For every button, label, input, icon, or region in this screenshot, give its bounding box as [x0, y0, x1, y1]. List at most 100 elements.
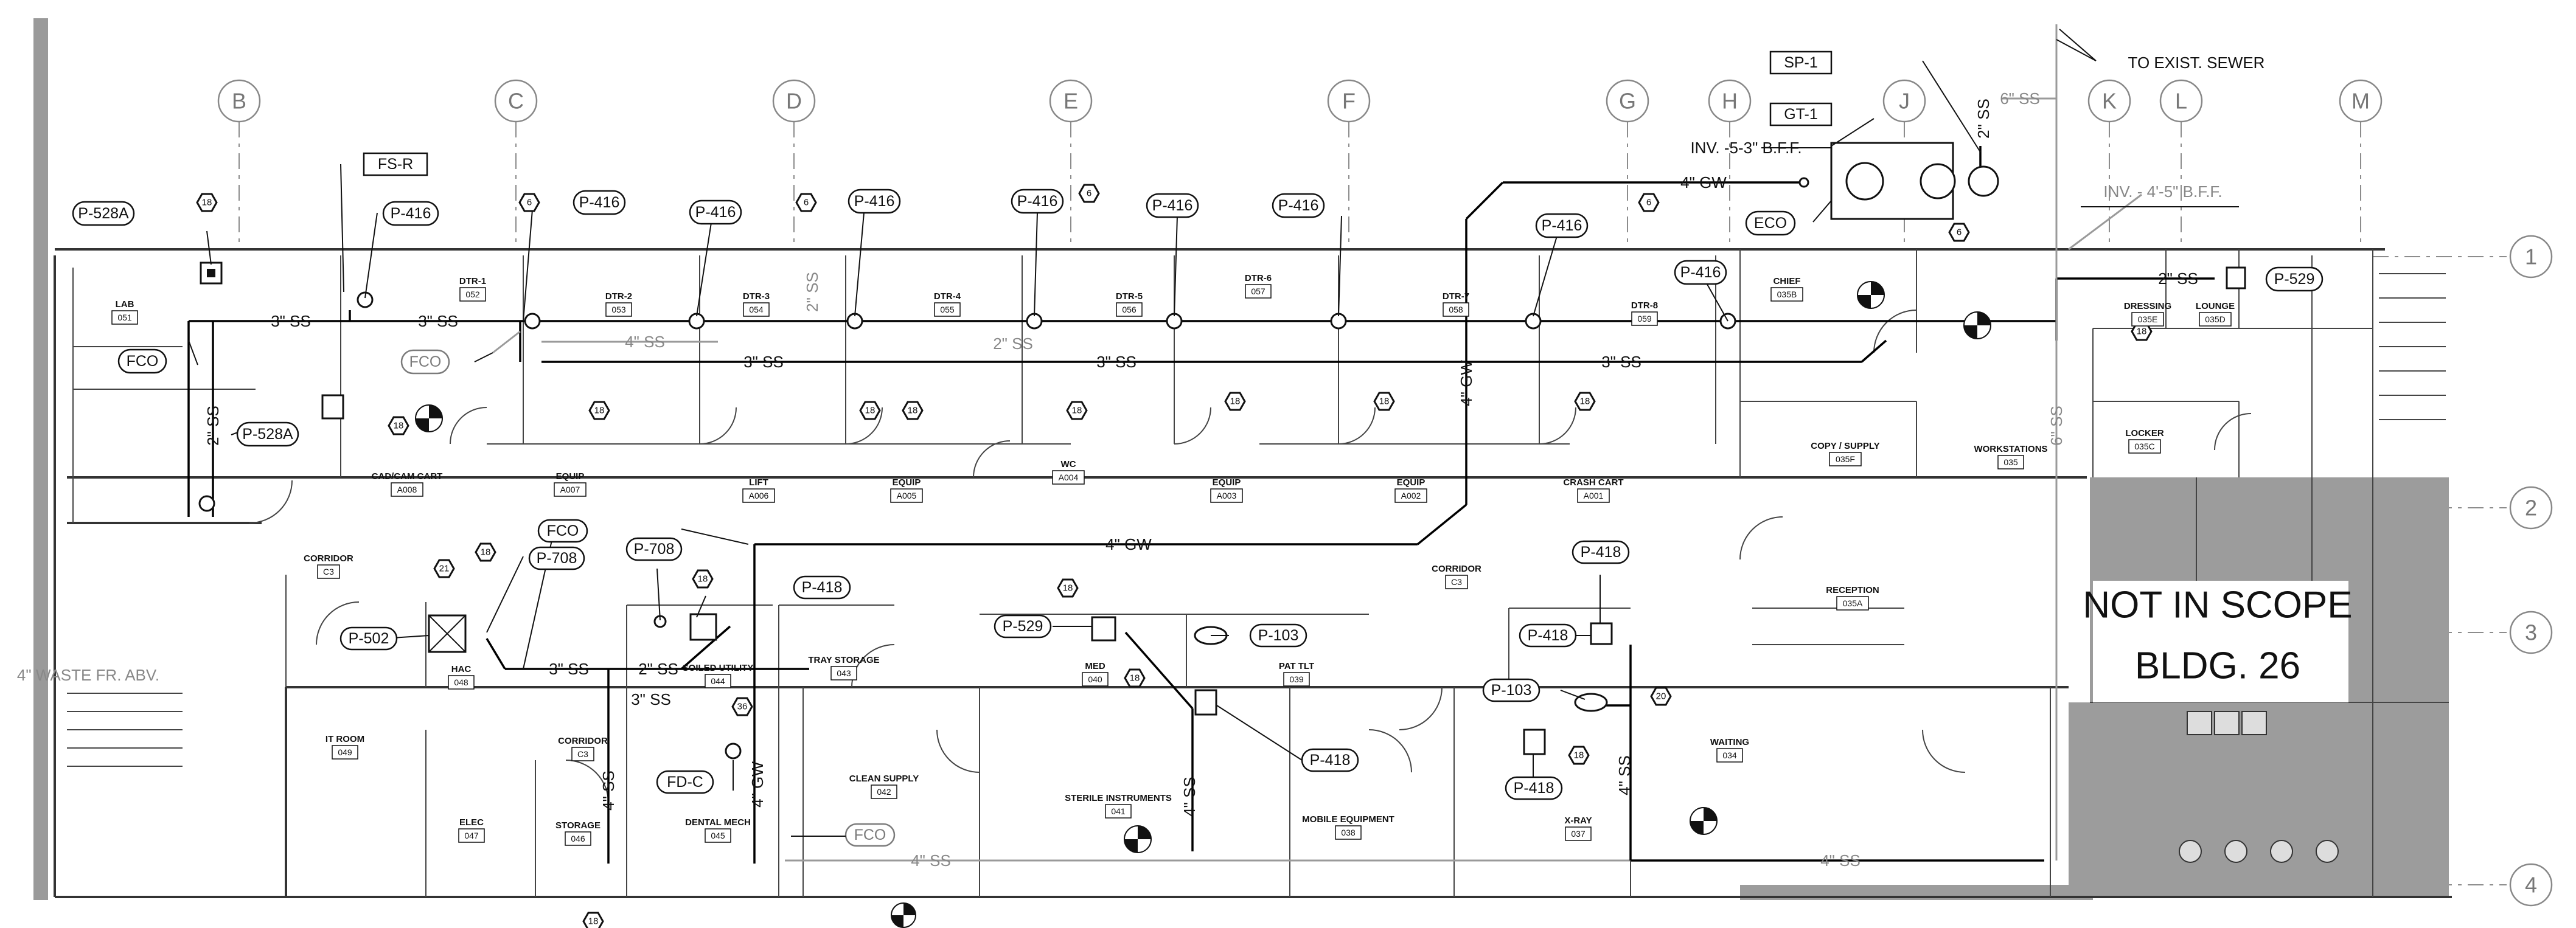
room-name: DTR-7 — [1443, 291, 1469, 302]
room-number: 043 — [837, 668, 851, 678]
svg-text:P-418: P-418 — [1514, 780, 1554, 797]
urinal-icon — [2179, 840, 2339, 863]
callout-p529: P-529 — [994, 614, 1052, 639]
grease-trap-equipment — [1798, 142, 1999, 220]
svg-text:18: 18 — [588, 916, 599, 927]
grid-col-m: M — [2351, 89, 2370, 114]
callout-p418: P-418 — [793, 575, 851, 600]
svg-text:FCO: FCO — [127, 353, 159, 370]
building-26-label: BLDG. 26 — [2135, 645, 2300, 687]
callout-p103: P-103 — [1482, 678, 1540, 702]
svg-text:P-418: P-418 — [1581, 544, 1621, 561]
callout-p708: P-708 — [528, 546, 585, 570]
svg-text:18: 18 — [1574, 750, 1584, 761]
room-name: DTR-6 — [1245, 273, 1272, 283]
room-name: CRASH CART — [1563, 477, 1623, 488]
callout-p708: P-708 — [625, 537, 683, 561]
room-number: 044 — [711, 676, 725, 686]
not-in-scope-label: NOT IN SCOPE — [2083, 584, 2352, 626]
room-number: C3 — [577, 749, 588, 759]
svg-text:2" SS: 2" SS — [1974, 99, 1993, 139]
svg-text:18: 18 — [908, 406, 918, 416]
room-name: WORKSTATIONS — [1974, 444, 2047, 454]
svg-text:P-418: P-418 — [802, 579, 843, 596]
room-number: 034 — [1722, 750, 1737, 760]
room-name: COPY / SUPPLY — [1811, 441, 1879, 451]
room-number: A006 — [749, 491, 769, 500]
svg-text:3" SS: 3" SS — [1096, 353, 1137, 371]
toilet-icon — [1194, 689, 1217, 716]
grid-col-h: H — [1722, 89, 1738, 114]
sanitary-pipes — [187, 24, 2215, 864]
room-number: 046 — [571, 834, 585, 843]
svg-text:6: 6 — [527, 198, 532, 208]
svg-text:18: 18 — [698, 574, 708, 584]
grid-col-k: K — [2102, 89, 2117, 114]
svg-text:P-502: P-502 — [349, 630, 389, 647]
room-name: DTR-4 — [934, 291, 961, 302]
svg-text:FCO: FCO — [547, 522, 579, 539]
svg-text:P-528A: P-528A — [242, 426, 293, 443]
grid-col-j: J — [1899, 89, 1910, 114]
callout-p416: P-416 — [1272, 193, 1325, 218]
grid-row-1: 1 — [2525, 244, 2537, 269]
toilet-icon — [1525, 313, 1542, 330]
room-tag: SOILED UTILITY 044 — [683, 663, 754, 688]
callout-p416: P-416 — [848, 189, 901, 214]
svg-text:GT-1: GT-1 — [1784, 106, 1818, 123]
callout-fco: FCO — [117, 348, 167, 374]
callout-fco: FCO — [844, 823, 896, 847]
callout-p529: P-529 — [2265, 266, 2324, 292]
svg-text:4" SS: 4" SS — [625, 333, 665, 351]
room-name: IT ROOM — [325, 734, 364, 744]
svg-text:18: 18 — [865, 406, 875, 416]
room-number: 039 — [1289, 674, 1304, 684]
section-marker-icon — [1963, 311, 1991, 339]
callout-p416: P-416 — [1011, 189, 1064, 214]
room-number: A007 — [560, 485, 580, 494]
room-name: CAD/CAM CART — [372, 471, 443, 482]
svg-text:6: 6 — [1957, 227, 1962, 238]
room-number: 053 — [611, 305, 626, 314]
svg-text:P-708: P-708 — [634, 541, 675, 558]
room-number: 057 — [1251, 286, 1265, 296]
room-number: 040 — [1088, 674, 1102, 684]
left-edge-strip — [33, 18, 48, 900]
callout-p418: P-418 — [1301, 748, 1359, 772]
svg-text:6" SS: 6" SS — [2047, 406, 2066, 446]
grid-col-c: C — [508, 89, 524, 114]
room-name: CORRIDOR — [558, 736, 608, 746]
svg-text:6: 6 — [1087, 189, 1091, 199]
svg-text:P-416: P-416 — [1278, 197, 1319, 214]
toilet-icon — [524, 313, 541, 330]
room-name: LAB — [116, 299, 134, 310]
room-name: TRAY STORAGE — [808, 655, 879, 665]
callout-gt-1: GT-1 — [1769, 102, 1833, 126]
room-number: 038 — [1341, 828, 1356, 837]
invert-elevation-note: INV. - 4'-5" B.F.F. — [2103, 182, 2222, 201]
grid-col-b: B — [232, 89, 246, 114]
room-name: SOILED UTILITY — [683, 663, 754, 673]
svg-text:P-418: P-418 — [1528, 627, 1568, 644]
section-marker-icon — [1857, 281, 1885, 309]
svg-text:36: 36 — [737, 702, 748, 712]
room-name: ELEC — [459, 817, 484, 828]
sink-icon — [2187, 711, 2267, 735]
svg-text:4" SS: 4" SS — [1820, 851, 1861, 870]
room-number: 055 — [940, 305, 955, 314]
callout-p418: P-418 — [1572, 540, 1630, 564]
section-marker-icon — [415, 404, 443, 432]
svg-text:P-103: P-103 — [1491, 682, 1532, 699]
svg-text:P-418: P-418 — [1310, 752, 1351, 769]
svg-text:18: 18 — [594, 406, 605, 416]
callout-p528a: P-528A — [236, 421, 299, 447]
svg-text:P-103: P-103 — [1258, 627, 1299, 644]
